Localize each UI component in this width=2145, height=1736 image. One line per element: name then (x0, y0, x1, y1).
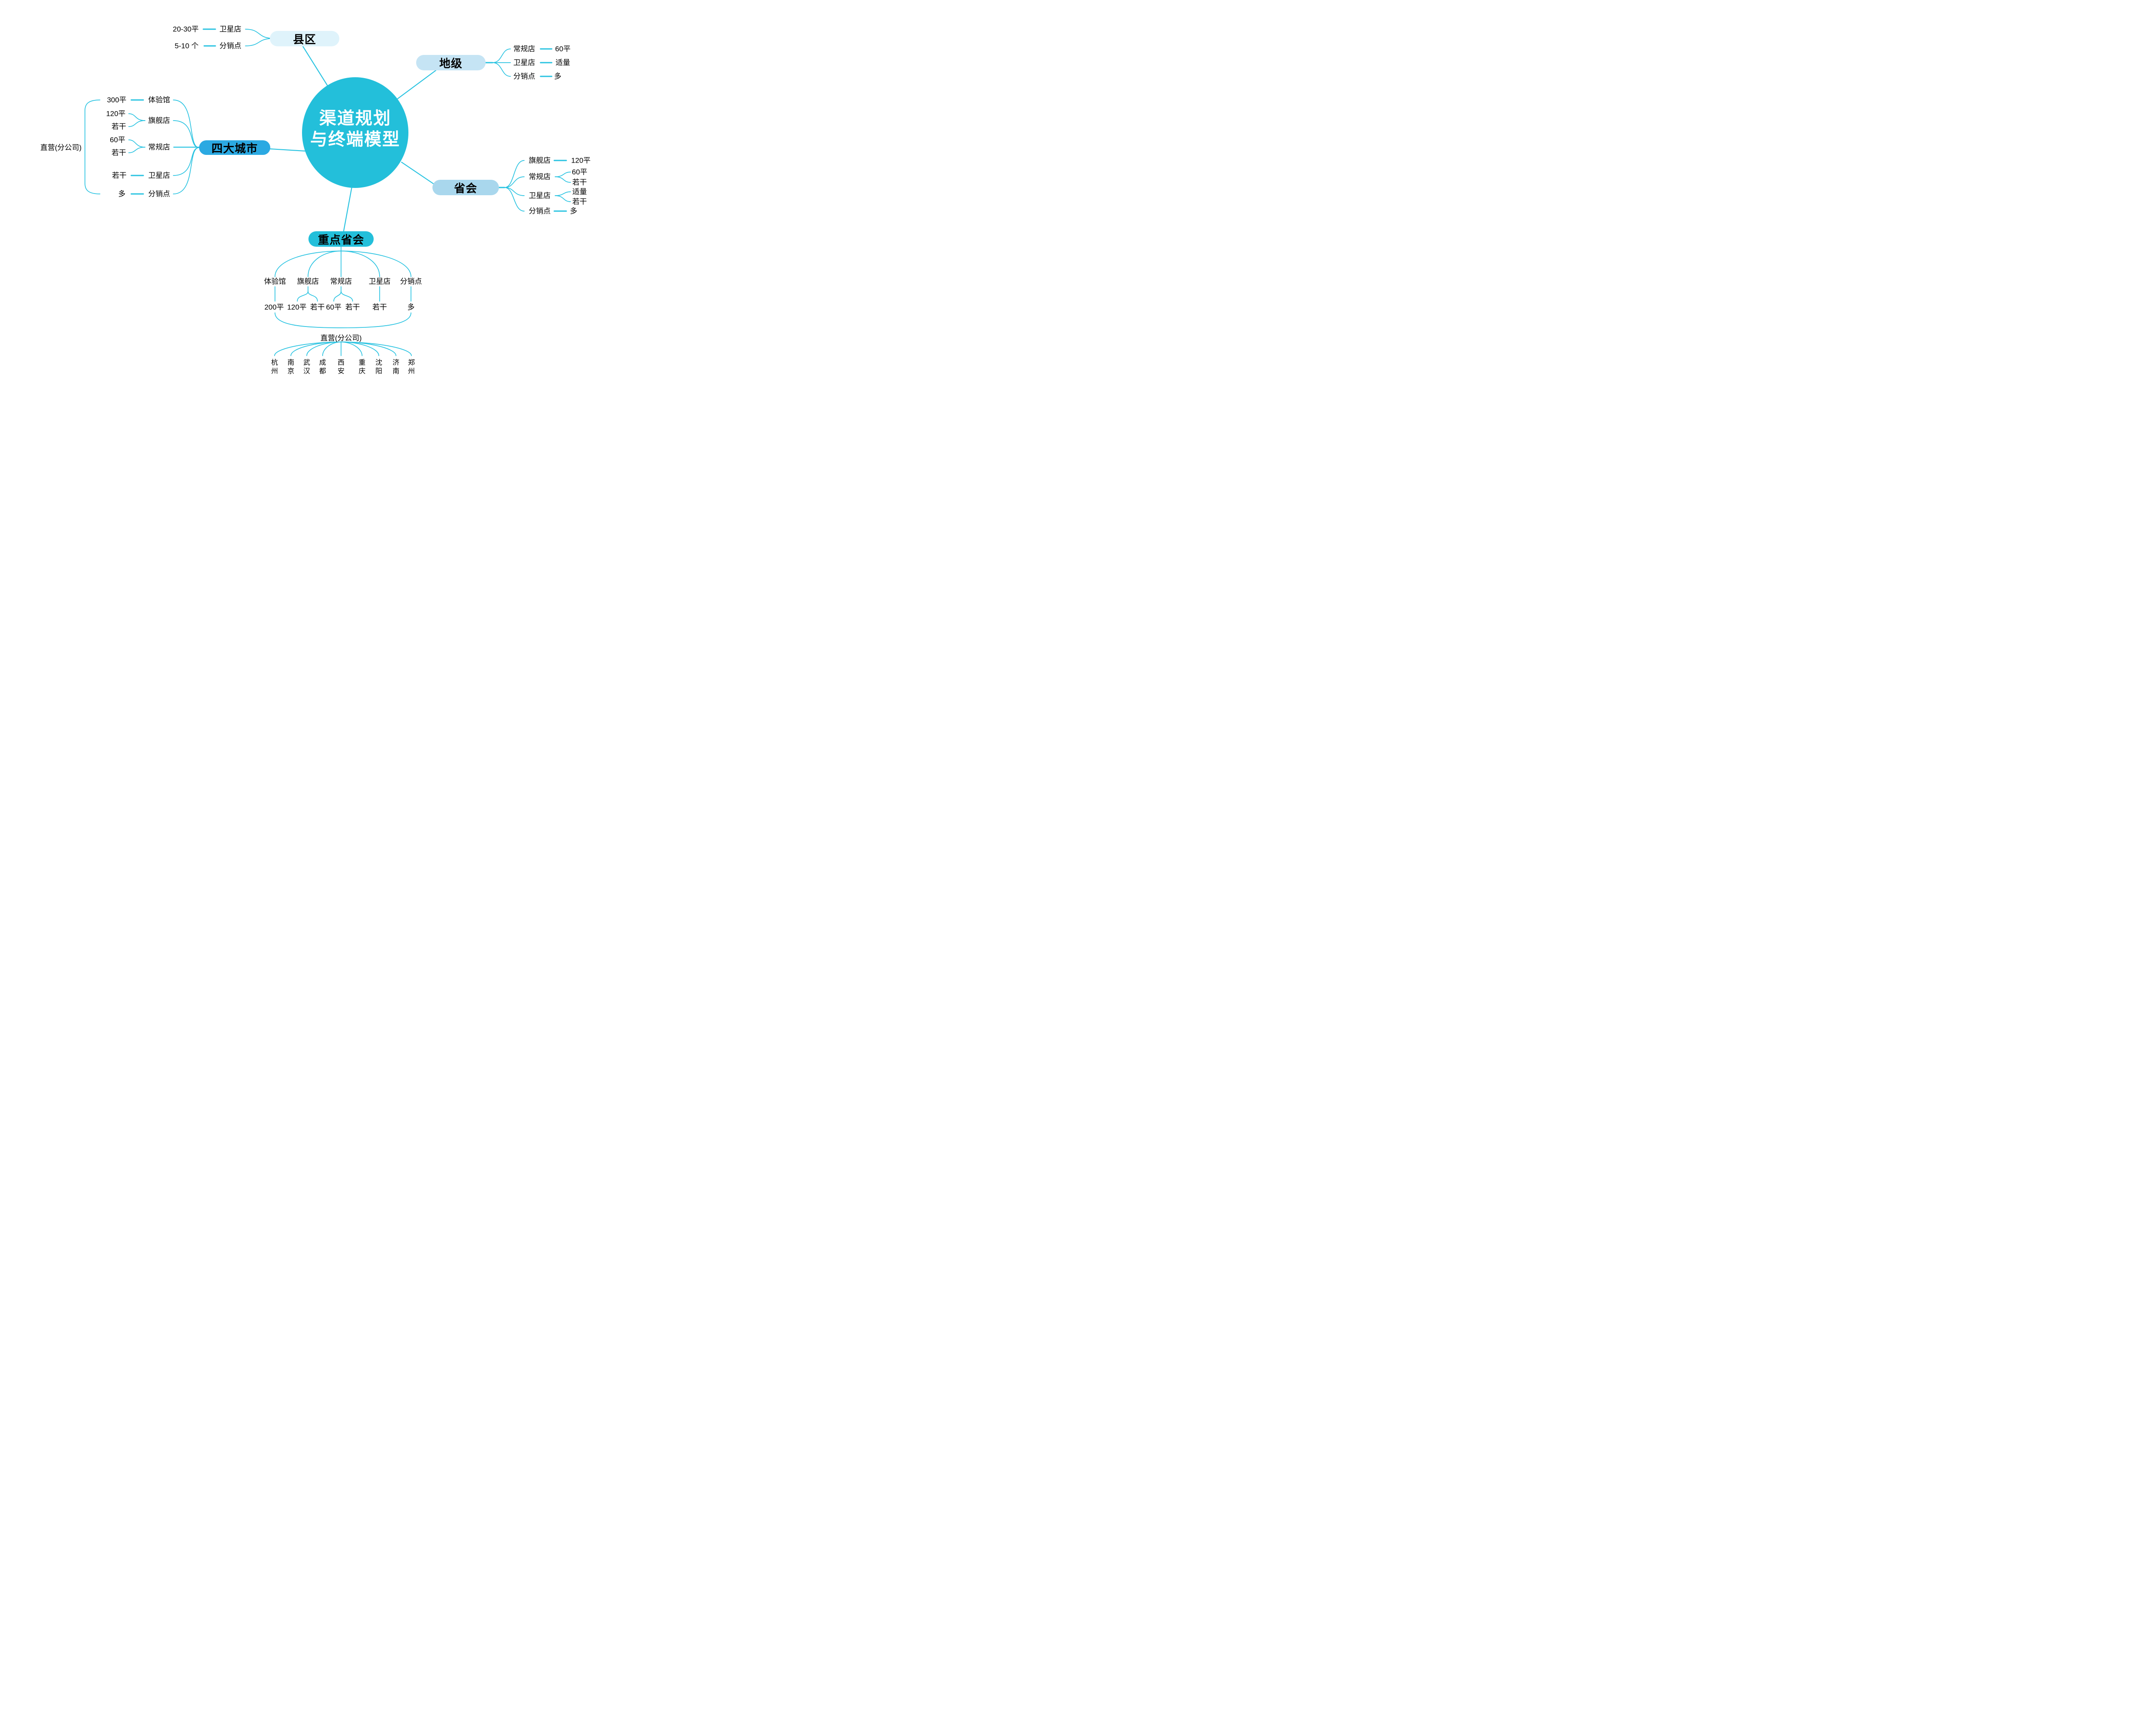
leaf-label[interactable]: 卫星店 (369, 277, 391, 286)
leaf-label[interactable]: 体验馆 (148, 96, 170, 104)
city-item[interactable]: 重庆 (358, 359, 366, 375)
node-xianqu[interactable]: 县区 (270, 31, 339, 46)
leaf-value[interactable]: 适量 (572, 188, 587, 196)
node-zhongdianshenghui[interactable]: 重点省会 (308, 231, 374, 247)
leaf-label[interactable]: 卫星店 (219, 25, 242, 33)
leaf-value[interactable]: 120平 (571, 156, 591, 165)
node-shenghui[interactable]: 省会 (432, 180, 499, 195)
leaf-label[interactable]: 常规店 (148, 143, 170, 151)
leaf-label[interactable]: 常规店 (513, 45, 535, 53)
leaf-label[interactable]: 分销点 (513, 72, 535, 81)
leaf-value[interactable]: 60平 (555, 45, 571, 53)
central-topic-shape[interactable] (302, 77, 408, 188)
leaf-label[interactable]: 常规店 (330, 277, 352, 286)
leaf-value[interactable]: 300平 (107, 96, 127, 104)
shenghui-connectors (498, 160, 571, 212)
leaf-label[interactable]: 旗舰店 (529, 156, 551, 165)
leaf-value[interactable]: 若干 (112, 122, 126, 131)
leaf-value[interactable]: 若干 (572, 197, 587, 206)
leaf-value[interactable]: 适量 (556, 58, 570, 67)
leaf-value[interactable]: 60平 (326, 303, 341, 312)
leaf-label[interactable]: 分销点 (148, 190, 170, 198)
leaf-value[interactable]: 若干 (310, 303, 325, 312)
mindmap-canvas: 渠道规划 与终端模型 县区 地级 四大城市 省会 重点省会 20-30平 卫星店… (0, 0, 661, 382)
leaf-label[interactable]: 分销点 (529, 207, 551, 215)
central-title-line2: 与终端模型 (310, 130, 400, 149)
city-item[interactable]: 成都 (319, 359, 326, 375)
city-item[interactable]: 西安 (337, 359, 344, 375)
leaf-label[interactable]: 常规店 (529, 172, 551, 181)
leaf-value[interactable]: 120平 (287, 303, 307, 312)
city-item[interactable]: 济南 (392, 359, 399, 375)
leaf-value[interactable]: 若干 (112, 148, 126, 157)
leaf-value[interactable]: 60平 (110, 136, 125, 144)
city-item[interactable]: 沈阳 (375, 359, 382, 375)
leaf-value[interactable]: 120平 (106, 109, 126, 118)
connector-lines (85, 28, 571, 356)
leaf-value[interactable]: 多 (570, 207, 577, 215)
diji-connectors (485, 48, 553, 77)
leaf-value[interactable]: 200平 (264, 303, 284, 312)
sidachengshi-connectors (85, 99, 200, 195)
city-item[interactable]: 郑州 (408, 359, 415, 375)
xianqu-connectors (202, 28, 270, 47)
main-branch-connectors (269, 45, 437, 232)
annotation-zhiying-left: 直营(分公司) (40, 143, 82, 152)
city-item[interactable]: 杭州 (271, 359, 278, 375)
leaf-label[interactable]: 卫星店 (148, 171, 170, 180)
node-sidachengshi[interactable]: 四大城市 (199, 140, 270, 155)
city-item[interactable]: 南京 (287, 359, 294, 375)
central-topic-title[interactable]: 渠道规划 与终端模型 (299, 108, 411, 150)
leaf-label[interactable]: 卫星店 (529, 191, 551, 200)
leaf-label[interactable]: 旗舰店 (148, 116, 170, 125)
leaf-label[interactable]: 卫星店 (513, 58, 535, 67)
leaf-value[interactable]: 若干 (372, 303, 387, 312)
central-title-line1: 渠道规划 (319, 109, 391, 128)
leaf-label[interactable]: 分销点 (400, 277, 422, 286)
leaf-value[interactable]: 多 (554, 72, 562, 81)
leaf-value[interactable]: 多 (118, 190, 126, 198)
node-diji[interactable]: 地级 (416, 55, 486, 70)
leaf-value[interactable]: 若干 (572, 178, 587, 187)
leaf-value[interactable]: 若干 (112, 171, 127, 180)
leaf-value[interactable]: 60平 (572, 168, 587, 176)
leaf-label[interactable]: 旗舰店 (297, 277, 319, 286)
annotation-zhiying-bottom: 直营(分公司) (320, 334, 362, 342)
leaf-label[interactable]: 体验馆 (264, 277, 286, 286)
leaf-value[interactable]: 20-30平 (172, 25, 199, 33)
leaf-label[interactable]: 分销点 (219, 42, 242, 50)
city-item[interactable]: 武汉 (303, 359, 310, 375)
leaf-value[interactable]: 5-10 个 (175, 42, 199, 50)
leaf-value[interactable]: 若干 (345, 303, 360, 312)
zhongdianshenghui-connectors (274, 246, 412, 356)
leaf-value[interactable]: 多 (407, 303, 415, 312)
